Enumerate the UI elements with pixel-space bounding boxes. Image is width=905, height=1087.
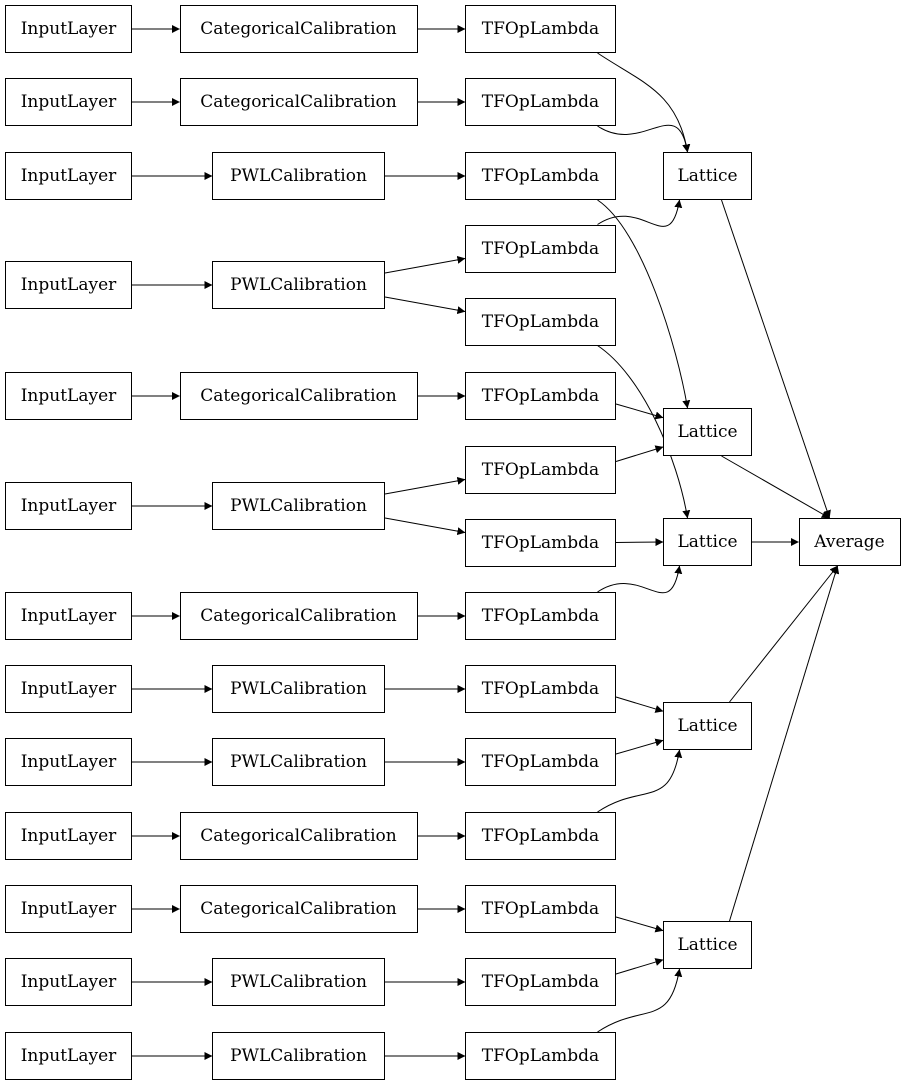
pwl-calibration-node: PWLCalibration xyxy=(212,261,385,309)
tf-op-lambda-node: TFOpLambda xyxy=(465,738,616,786)
edge-lambda-to-lattice xyxy=(615,538,664,547)
input-layer-node: InputLayer xyxy=(5,812,132,860)
categorical-calibration-node: CategoricalCalibration xyxy=(179,592,418,640)
tf-op-lambda-node: TFOpLambda xyxy=(465,297,616,346)
categorical-calibration-node: CategoricalCalibration xyxy=(179,885,418,933)
input-layer-node: InputLayer xyxy=(5,78,132,126)
input-layer-node: InputLayer xyxy=(5,482,132,530)
pwl-calibration-node: PWLCalibration xyxy=(212,482,385,530)
edge-lambda-to-lattice xyxy=(615,445,664,462)
tf-op-lambda-node: TFOpLambda xyxy=(465,78,616,126)
tf-op-lambda-node: TFOpLambda xyxy=(465,812,616,860)
edge-lattice-to-average xyxy=(721,455,830,519)
input-layer-node: InputLayer xyxy=(5,261,132,309)
input-layer-node: InputLayer xyxy=(5,958,132,1006)
categorical-calibration-node: CategoricalCalibration xyxy=(179,372,418,420)
edge-lambda-to-lattice xyxy=(615,696,664,713)
edge-lambda-to-lattice xyxy=(597,565,683,594)
tf-op-lambda-node: TFOpLambda xyxy=(465,372,616,420)
categorical-calibration-node: CategoricalCalibration xyxy=(179,5,418,53)
tf-op-lambda-node: TFOpLambda xyxy=(465,518,616,567)
edge-lambda-to-lattice xyxy=(597,345,691,519)
input-layer-node: InputLayer xyxy=(5,152,132,200)
input-layer-node: InputLayer xyxy=(5,738,132,786)
tf-op-lambda-node: TFOpLambda xyxy=(465,592,616,640)
pwl-calibration-node: PWLCalibration xyxy=(212,152,385,200)
categorical-calibration-node: CategoricalCalibration xyxy=(179,812,418,860)
edge-lambda-to-lattice xyxy=(597,749,683,813)
tf-op-lambda-node: TFOpLambda xyxy=(465,1032,616,1080)
edge-lambda-to-lattice xyxy=(597,124,691,153)
pwl-calibration-node: PWLCalibration xyxy=(212,738,385,786)
tf-op-lambda-node: TFOpLambda xyxy=(465,224,616,273)
edge-lattice-to-average xyxy=(729,565,838,703)
lattice-node: Lattice xyxy=(663,702,752,750)
edge-lattice-to-average xyxy=(721,199,831,519)
pwl-calibration-node: PWLCalibration xyxy=(212,958,385,1006)
edge-lambda-to-lattice xyxy=(615,738,664,755)
pwl-calibration-node: PWLCalibration xyxy=(212,665,385,713)
input-layer-node: InputLayer xyxy=(5,5,132,53)
tf-op-lambda-node: TFOpLambda xyxy=(465,445,616,494)
categorical-calibration-node: CategoricalCalibration xyxy=(179,78,418,126)
lattice-node: Lattice xyxy=(663,152,752,200)
edge-lambda-to-lattice xyxy=(615,403,664,420)
edge-lambda-to-lattice xyxy=(597,199,691,409)
tf-op-lambda-node: TFOpLambda xyxy=(465,885,616,933)
lattice-node: Lattice xyxy=(663,921,752,969)
pwl-calibration-node: PWLCalibration xyxy=(212,1032,385,1080)
input-layer-node: InputLayer xyxy=(5,665,132,713)
input-layer-node: InputLayer xyxy=(5,1032,132,1080)
edge-lattice-to-average xyxy=(729,565,840,922)
edge-calibration-to-lambda xyxy=(384,476,466,495)
edge-lambda-to-lattice xyxy=(615,916,664,933)
lattice-node: Lattice xyxy=(663,408,752,456)
tf-op-lambda-node: TFOpLambda xyxy=(465,958,616,1006)
average-node: Average xyxy=(798,518,901,566)
edge-lambda-to-lattice xyxy=(597,199,683,227)
edge-lambda-to-lattice xyxy=(597,52,691,153)
tf-op-lambda-node: TFOpLambda xyxy=(465,665,616,713)
edge-lambda-to-lattice xyxy=(615,958,664,975)
edge-calibration-to-lambda xyxy=(384,296,466,315)
edge-calibration-to-lambda xyxy=(384,517,466,536)
edge-calibration-to-lambda xyxy=(384,255,466,274)
tf-op-lambda-node: TFOpLambda xyxy=(465,152,616,200)
input-layer-node: InputLayer xyxy=(5,592,132,640)
tf-op-lambda-node: TFOpLambda xyxy=(465,5,616,53)
lattice-node: Lattice xyxy=(663,518,752,566)
input-layer-node: InputLayer xyxy=(5,885,132,933)
input-layer-node: InputLayer xyxy=(5,372,132,420)
edge-lambda-to-lattice xyxy=(597,968,683,1033)
